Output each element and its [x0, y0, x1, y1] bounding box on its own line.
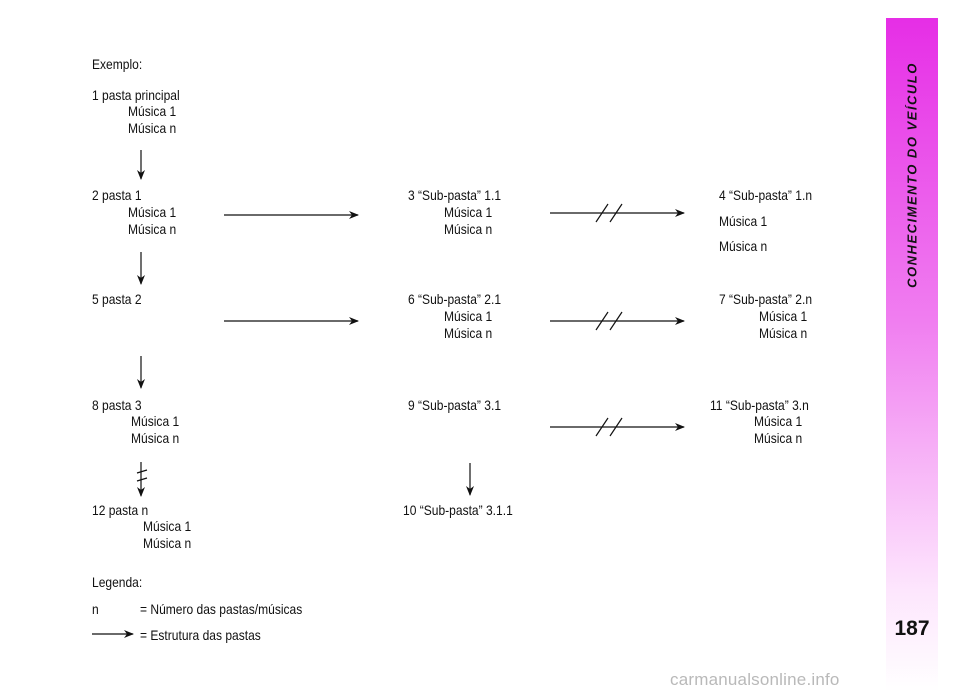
node-5-title: 5 pasta 2: [92, 291, 142, 307]
node-10-title: 10 “Sub-pasta” 3.1.1: [403, 502, 513, 518]
break-mark-3-4-b: [609, 203, 623, 223]
node-4-title: 4 “Sub-pasta” 1.n: [719, 187, 813, 203]
node-11-item1: Música 1: [754, 413, 803, 429]
node-1-title: 1 pasta principal: [92, 87, 180, 103]
sidebar-band: [886, 18, 938, 692]
node-11-item2: Música n: [754, 430, 803, 446]
node-7-title: 7 “Sub-pasta” 2.n: [719, 291, 813, 307]
example-label: Exemplo:: [92, 56, 143, 72]
node-3-title: 3 “Sub-pasta” 1.1: [408, 187, 502, 203]
legend-n-symbol: n: [92, 601, 99, 617]
node-12-title: 12 pasta n: [92, 502, 149, 518]
node-2-item2: Música n: [128, 221, 177, 237]
node-6-item1: Música 1: [444, 308, 493, 324]
node-6-item2: Música n: [444, 325, 493, 341]
break-mark-6-7-b: [609, 311, 623, 331]
node-4-item1: Música 1: [719, 213, 768, 229]
watermark: carmanualsonline.info: [670, 670, 840, 689]
legend-label: Legenda:: [92, 574, 143, 590]
node-9-title: 9 “Sub-pasta” 3.1: [408, 397, 502, 413]
node-8-item2: Música n: [131, 430, 180, 446]
node-8-title: 8 pasta 3: [92, 397, 142, 413]
page-number: 187: [894, 617, 930, 640]
break-mark-9-11-b: [609, 417, 623, 437]
node-11-title: 11 “Sub-pasta” 3.n: [710, 397, 809, 413]
node-3-item1: Música 1: [444, 204, 493, 220]
node-2-title: 2 pasta 1: [92, 187, 142, 203]
node-12-item1: Música 1: [143, 518, 192, 534]
break-mark-3-4-a: [595, 203, 609, 223]
node-8-item1: Música 1: [131, 413, 180, 429]
legend-arrow-description: = Estrutura das pastas: [140, 627, 261, 643]
node-3-item2: Música n: [444, 221, 493, 237]
break-mark-col1-b: [136, 477, 148, 482]
node-6-title: 6 “Sub-pasta” 2.1: [408, 291, 502, 307]
break-mark-col1-a: [136, 469, 148, 474]
node-7-item2: Música n: [759, 325, 808, 341]
node-1-item2: Música n: [128, 120, 177, 136]
legend-n-description: = Número das pastas/músicas: [140, 601, 303, 617]
node-2-item1: Música 1: [128, 204, 177, 220]
break-mark-6-7-a: [595, 311, 609, 331]
node-12-item2: Música n: [143, 535, 192, 551]
node-4-item2: Música n: [719, 238, 768, 254]
node-1-item1: Música 1: [128, 103, 177, 119]
node-7-item1: Música 1: [759, 308, 808, 324]
break-mark-9-11-a: [595, 417, 609, 437]
